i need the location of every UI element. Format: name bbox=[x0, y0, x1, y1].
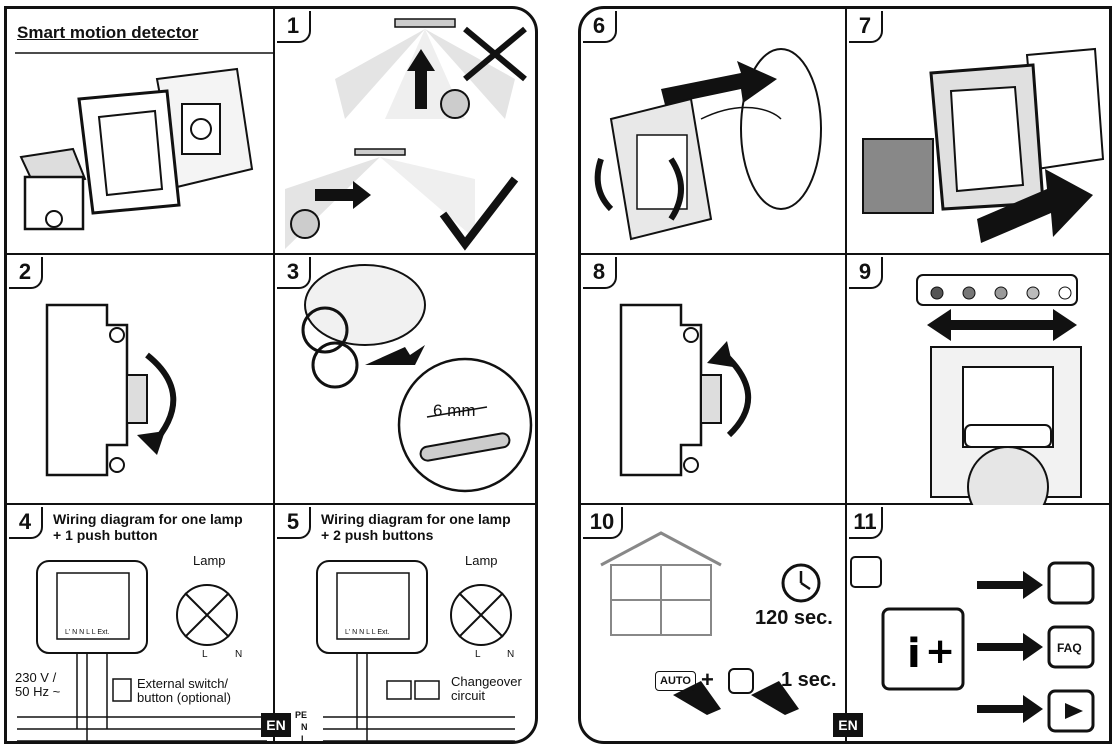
step-4-cell: 4 Wiring diagram for one lamp + 1 push b… bbox=[7, 505, 275, 741]
title-cell: Smart motion detector bbox=[7, 9, 275, 255]
step-2-cell: 2 bbox=[7, 255, 275, 505]
step-number-8: 8 bbox=[583, 257, 617, 289]
step-5-caption-line1: Wiring diagram for one lamp bbox=[321, 511, 511, 527]
svg-text:+: + bbox=[925, 631, 955, 672]
lamp-l-label-4: L bbox=[202, 649, 208, 660]
changeover-line1: Changeover bbox=[451, 674, 522, 689]
step-11-cell: 11 i + FAQ bbox=[847, 505, 1109, 741]
frame-mounting-illustration bbox=[862, 47, 1105, 243]
strip-length-label: 6 mm bbox=[433, 401, 476, 420]
wiring-diagram-2 bbox=[316, 560, 515, 741]
step-7-cell: 7 bbox=[847, 9, 1109, 255]
faq-label: FAQ bbox=[1057, 641, 1082, 655]
step-number-6: 6 bbox=[583, 11, 617, 43]
step-number-2: 2 bbox=[9, 257, 43, 289]
step-1-cell: 1 bbox=[275, 9, 535, 255]
step-number-3: 3 bbox=[277, 257, 311, 289]
voltage-line2: 50 Hz ~ bbox=[15, 684, 61, 699]
wiring-diagram-1 bbox=[17, 560, 267, 741]
step-9-cell: 9 bbox=[847, 255, 1109, 505]
step-4-caption-line2: + 1 push button bbox=[53, 527, 158, 543]
external-line1: External switch/ bbox=[137, 676, 229, 691]
step-number-7: 7 bbox=[849, 11, 883, 43]
step-10-cell: 10 120 sec. AUTO + 1 sec. bbox=[581, 505, 847, 741]
lamp-l-label-5: L bbox=[475, 649, 481, 660]
insert-mounting-illustration bbox=[594, 48, 822, 241]
plus-sign: + bbox=[701, 667, 714, 692]
external-line2: button (optional) bbox=[137, 690, 231, 705]
info-resources-illustration: i + bbox=[850, 556, 1095, 733]
wire-stripping-illustration bbox=[301, 264, 533, 493]
step-4-caption-line1: Wiring diagram for one lamp bbox=[53, 511, 243, 527]
step-5-cell: 5 Wiring diagram for one lamp + 2 push b… bbox=[275, 505, 535, 744]
language-badge-left: EN bbox=[261, 713, 291, 737]
l-label: L bbox=[301, 734, 307, 744]
timer-label: 120 sec. bbox=[755, 607, 833, 629]
detection-direction-illustration bbox=[285, 18, 527, 251]
step-number-1: 1 bbox=[277, 11, 311, 43]
changeover-label: Changeover circuit bbox=[451, 675, 522, 703]
breaker-off-illustration bbox=[45, 303, 177, 477]
instruction-sheet-right: 6 7 8 bbox=[578, 6, 1112, 744]
changeover-line2: circuit bbox=[451, 688, 485, 703]
smart-home-illustration bbox=[600, 531, 821, 715]
voltage-label: 230 V / 50 Hz ~ bbox=[15, 671, 60, 699]
auto-button: AUTO bbox=[655, 671, 696, 691]
pe-label: PE bbox=[295, 710, 308, 720]
step-6-cell: 6 bbox=[581, 9, 847, 255]
detector-exploded-illustration bbox=[15, 52, 275, 231]
lamp-n-label-5: N bbox=[507, 649, 515, 660]
step-number-10: 10 bbox=[583, 507, 623, 539]
instruction-sheet-left: Smart motion detector 1 bbox=[4, 6, 538, 744]
press-duration-label: 1 sec. bbox=[781, 669, 837, 691]
step-3-cell: 3 6 mm bbox=[275, 255, 535, 505]
lamp-label-5: Lamp bbox=[465, 553, 498, 568]
product-title: Smart motion detector bbox=[17, 23, 199, 42]
language-badge-right: EN bbox=[833, 713, 863, 737]
breaker-on-illustration bbox=[619, 303, 752, 477]
lamp-n-label-4: N bbox=[235, 649, 243, 660]
step-number-4: 4 bbox=[9, 507, 43, 539]
svg-text:i: i bbox=[907, 631, 921, 677]
step-8-cell: 8 bbox=[581, 255, 847, 505]
step-5-caption: Wiring diagram for one lamp + 2 push but… bbox=[321, 511, 535, 543]
lamp-label-4: Lamp bbox=[193, 553, 226, 568]
voltage-line1: 230 V / bbox=[15, 670, 57, 685]
step-number-5: 5 bbox=[277, 507, 311, 539]
sensitivity-setting-illustration bbox=[916, 274, 1082, 505]
n-label: N bbox=[301, 722, 308, 732]
external-switch-label: External switch/ button (optional) bbox=[137, 677, 231, 705]
step-number-9: 9 bbox=[849, 257, 883, 289]
step-number-11: 11 bbox=[849, 507, 883, 539]
step-4-caption: Wiring diagram for one lamp + 1 push but… bbox=[53, 511, 273, 543]
terminal-labels-5: L' N N L L Ext. bbox=[345, 629, 390, 636]
terminal-labels-4: L' N N L L Ext. bbox=[65, 629, 110, 636]
step-5-caption-line2: + 2 push buttons bbox=[321, 527, 434, 543]
